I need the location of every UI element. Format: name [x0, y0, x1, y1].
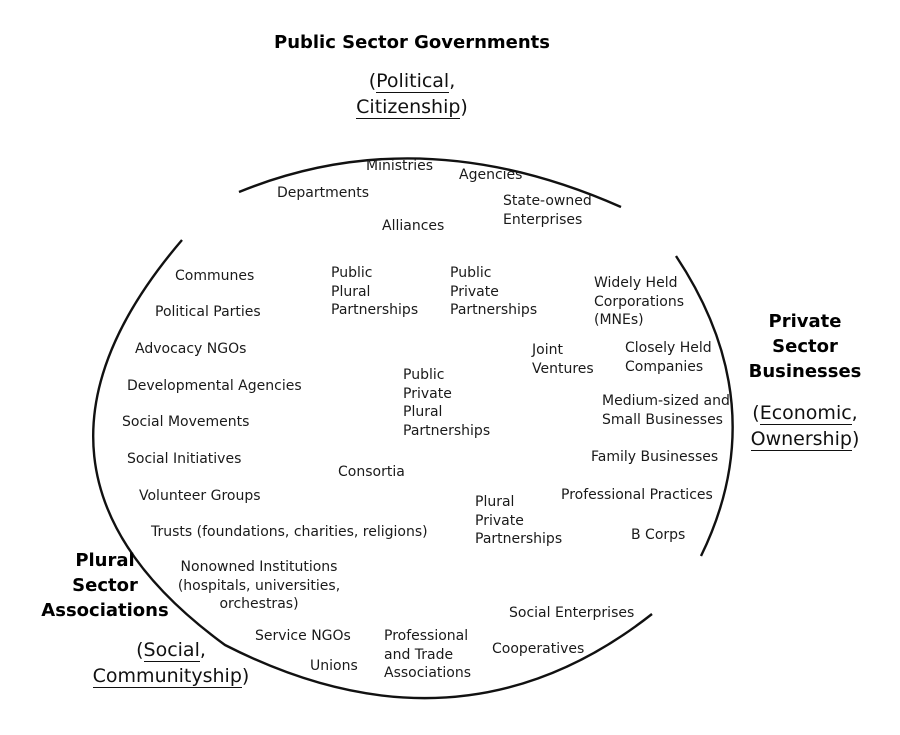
label-b-corps: B Corps	[631, 527, 686, 543]
label-nonowned-institutions: Nonowned Institutions (hospitals, univer…	[177, 559, 341, 612]
label-public-private-partnerships: Public Private Partnerships	[450, 265, 538, 318]
private-sector-subtitle: (Economic, Ownership)	[750, 402, 860, 451]
label-professional-practices: Professional Practices	[561, 487, 713, 503]
label-agencies: Agencies	[459, 167, 523, 183]
private-sector-arc	[675, 255, 734, 557]
label-family-businesses: Family Businesses	[591, 449, 719, 465]
label-social-movements: Social Movements	[122, 414, 250, 430]
label-political-parties: Political Parties	[155, 304, 261, 320]
label-trusts: Trusts (foundations, charities, religion…	[151, 524, 428, 540]
public-sector-subtitle: (Political, Citizenship)	[356, 70, 468, 119]
public-sector-arc	[238, 157, 622, 209]
label-departments: Departments	[277, 185, 370, 201]
label-consortia: Consortia	[338, 464, 405, 480]
label-joint-ventures: Joint Ventures	[532, 342, 594, 377]
label-advocacy-ngos: Advocacy NGOs	[135, 341, 247, 357]
plural-sector-title: Plural Sector Associations	[41, 550, 169, 621]
label-communes: Communes	[175, 268, 255, 284]
label-cooperatives: Cooperatives	[492, 641, 585, 657]
label-service-ngos: Service NGOs	[255, 628, 351, 644]
public-sector-title: Public Sector Governments	[274, 32, 550, 53]
label-ministries: Ministries	[366, 158, 434, 174]
label-plural-private-partnerships: Plural Private Partnerships	[475, 494, 563, 547]
label-unions: Unions	[310, 658, 358, 674]
label-widely-held-corporations: Widely Held Corporations (MNEs)	[594, 275, 684, 328]
label-developmental-agencies: Developmental Agencies	[127, 378, 302, 394]
label-state-owned-enterprises: State-owned Enterprises	[503, 193, 592, 228]
label-social-enterprises: Social Enterprises	[509, 605, 635, 621]
label-professional-trade-associations: Professional and Trade Associations	[384, 628, 472, 681]
plural-sector-subtitle: (Social, Communityship)	[92, 639, 250, 688]
label-alliances: Alliances	[382, 218, 445, 234]
label-public-plural-partnerships: Public Plural Partnerships	[331, 265, 419, 318]
label-public-private-plural-partnerships: Public Private Plural Partnerships	[403, 367, 491, 439]
plural-sector-arc	[92, 239, 653, 700]
label-medium-small-businesses: Medium-sized and Small Businesses	[602, 393, 730, 428]
private-sector-title: Private Sector Businesses	[748, 311, 862, 382]
label-social-initiatives: Social Initiatives	[127, 451, 242, 467]
label-closely-held-companies: Closely Held Companies	[625, 340, 712, 375]
label-volunteer-groups: Volunteer Groups	[139, 488, 261, 504]
